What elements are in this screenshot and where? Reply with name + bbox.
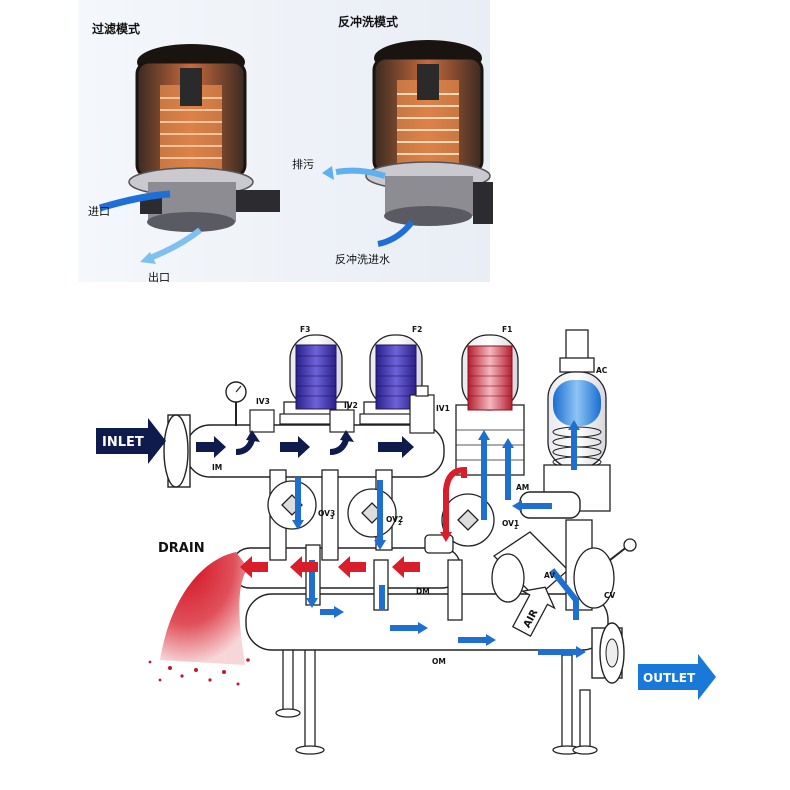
filter-mode-title: 过滤模式 [92, 21, 140, 36]
valve-label-ov2: OV2 [386, 515, 403, 524]
filter-mode-unit [98, 44, 280, 264]
valve-sub-ov2: 2 [398, 521, 402, 527]
filtered-flow-arrowheads [292, 520, 586, 658]
inlet-text: INLET [102, 435, 144, 450]
inlet-arrow: INLET [96, 418, 166, 464]
drain-spray [148, 552, 250, 686]
tank-label-ac: AC [596, 366, 608, 375]
valve-sub-ov3: 3 [330, 515, 334, 521]
filter-label-f2: F2 [412, 325, 422, 334]
valve-label-iv1: IV1 [436, 404, 450, 413]
valve-label-ov3: OV3 [318, 509, 335, 518]
inlet-label-cn: 进口 [88, 205, 110, 218]
drain-label-cn: 排污 [292, 157, 314, 171]
inlet-flow-arrows [196, 430, 414, 458]
outlet-arrow: OUTLET [638, 654, 716, 700]
manifold-label-dm: DM [416, 587, 430, 596]
backwash-inlet-label-cn: 反冲洗进水 [335, 252, 390, 266]
valve-label-iv2: IV2 [344, 401, 358, 410]
manifold-label-am: AM [516, 483, 529, 492]
valve-label-ov1: OV1 [502, 519, 519, 528]
filter-f1 [455, 334, 525, 476]
air-tank [543, 329, 611, 512]
outlet-label-cn: 出口 [148, 270, 170, 284]
backwash-flow-arrows [481, 430, 579, 620]
outlet-text: OUTLET [643, 671, 696, 685]
valve-label-av: AV [544, 571, 555, 580]
filter-label-f1: F1 [502, 325, 512, 334]
drain-text: DRAIN [158, 541, 205, 556]
backwash-mode-unit [322, 40, 493, 247]
support-legs [275, 634, 598, 755]
air-valve [491, 531, 569, 603]
backwash-flow-arrowheads [478, 420, 580, 512]
manifold-label-om: OM [432, 657, 446, 666]
air-arrow: AIR [511, 586, 556, 637]
drain-flow-arrows [240, 466, 467, 578]
inlet-valves [249, 385, 435, 434]
manifold-label-im: IM [212, 463, 222, 472]
backwash-mode-title: 反冲洗模式 [338, 14, 398, 29]
pressure-gauge-icon [225, 381, 247, 426]
valve-label-cv: CV [604, 591, 616, 600]
valve-label-iv3: IV3 [256, 397, 270, 406]
valve-sub-ov1: 1 [514, 525, 518, 531]
filter-label-f3: F3 [300, 325, 310, 334]
